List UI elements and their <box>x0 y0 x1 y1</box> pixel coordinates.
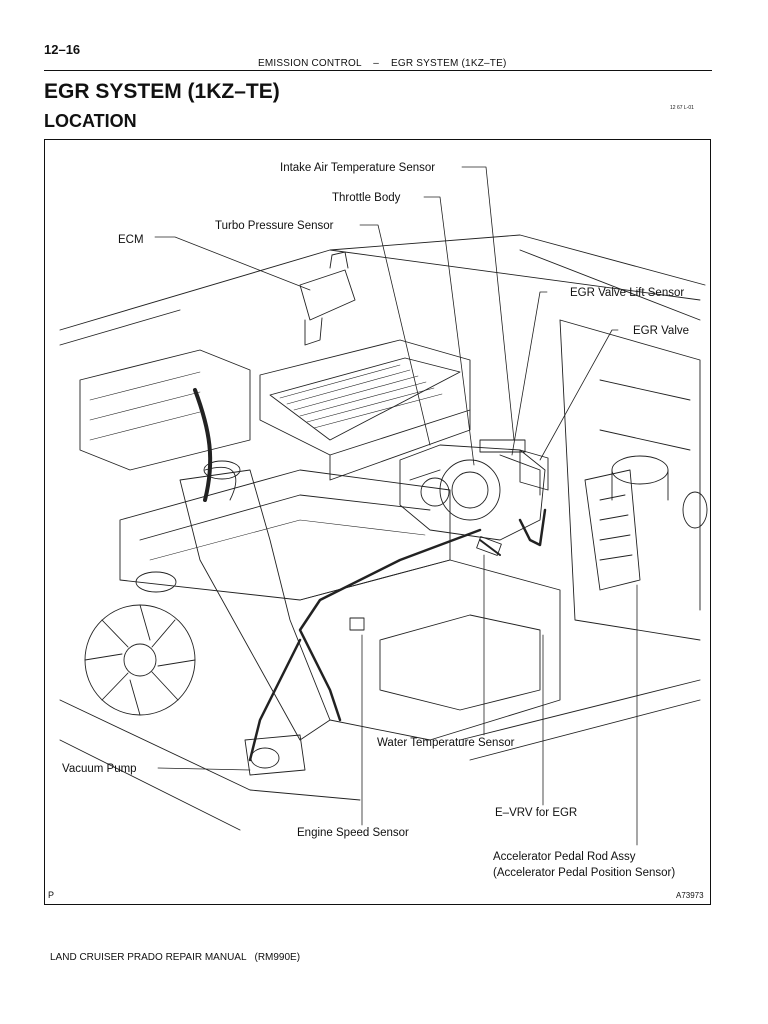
figure-code: A73973 <box>676 891 704 900</box>
label-egr-valve-lift-sensor: EGR Valve Lift Sensor <box>570 287 685 299</box>
corner-mark: P <box>48 890 55 900</box>
label-accel-pedal-position-sensor: (Accelerator Pedal Position Sensor) <box>493 867 676 879</box>
label-e-vrv-for-egr: E–VRV for EGR <box>495 807 578 819</box>
engine-diagram <box>59 166 708 846</box>
label-turbo-pressure-sensor: Turbo Pressure Sensor <box>215 220 334 232</box>
header-rule <box>44 70 712 71</box>
label-egr-valve: EGR Valve <box>633 325 690 337</box>
page-title: EGR SYSTEM (1KZ–TE) <box>44 80 280 103</box>
label-ecm: ECM <box>118 234 144 246</box>
label-engine-speed-sensor: Engine Speed Sensor <box>297 827 409 839</box>
running-head: EMISSION CONTROL – EGR SYSTEM (1KZ–TE) <box>258 58 507 69</box>
section-subtitle: LOCATION <box>44 111 137 131</box>
page-footer: LAND CRUISER PRADO REPAIR MANUAL (RM990E… <box>50 952 301 963</box>
label-accel-pedal-rod-assy: Accelerator Pedal Rod Assy <box>493 851 636 863</box>
label-vacuum-pump: Vacuum Pump <box>62 763 137 775</box>
page-number: 12–16 <box>44 42 81 57</box>
label-intake-air-temp-sensor: Intake Air Temperature Sensor <box>280 162 436 174</box>
label-throttle-body: Throttle Body <box>332 192 401 204</box>
label-water-temp-sensor: Water Temperature Sensor <box>377 737 515 749</box>
reference-code: 12 67 L-01 <box>670 105 694 111</box>
figure-frame <box>44 139 711 905</box>
